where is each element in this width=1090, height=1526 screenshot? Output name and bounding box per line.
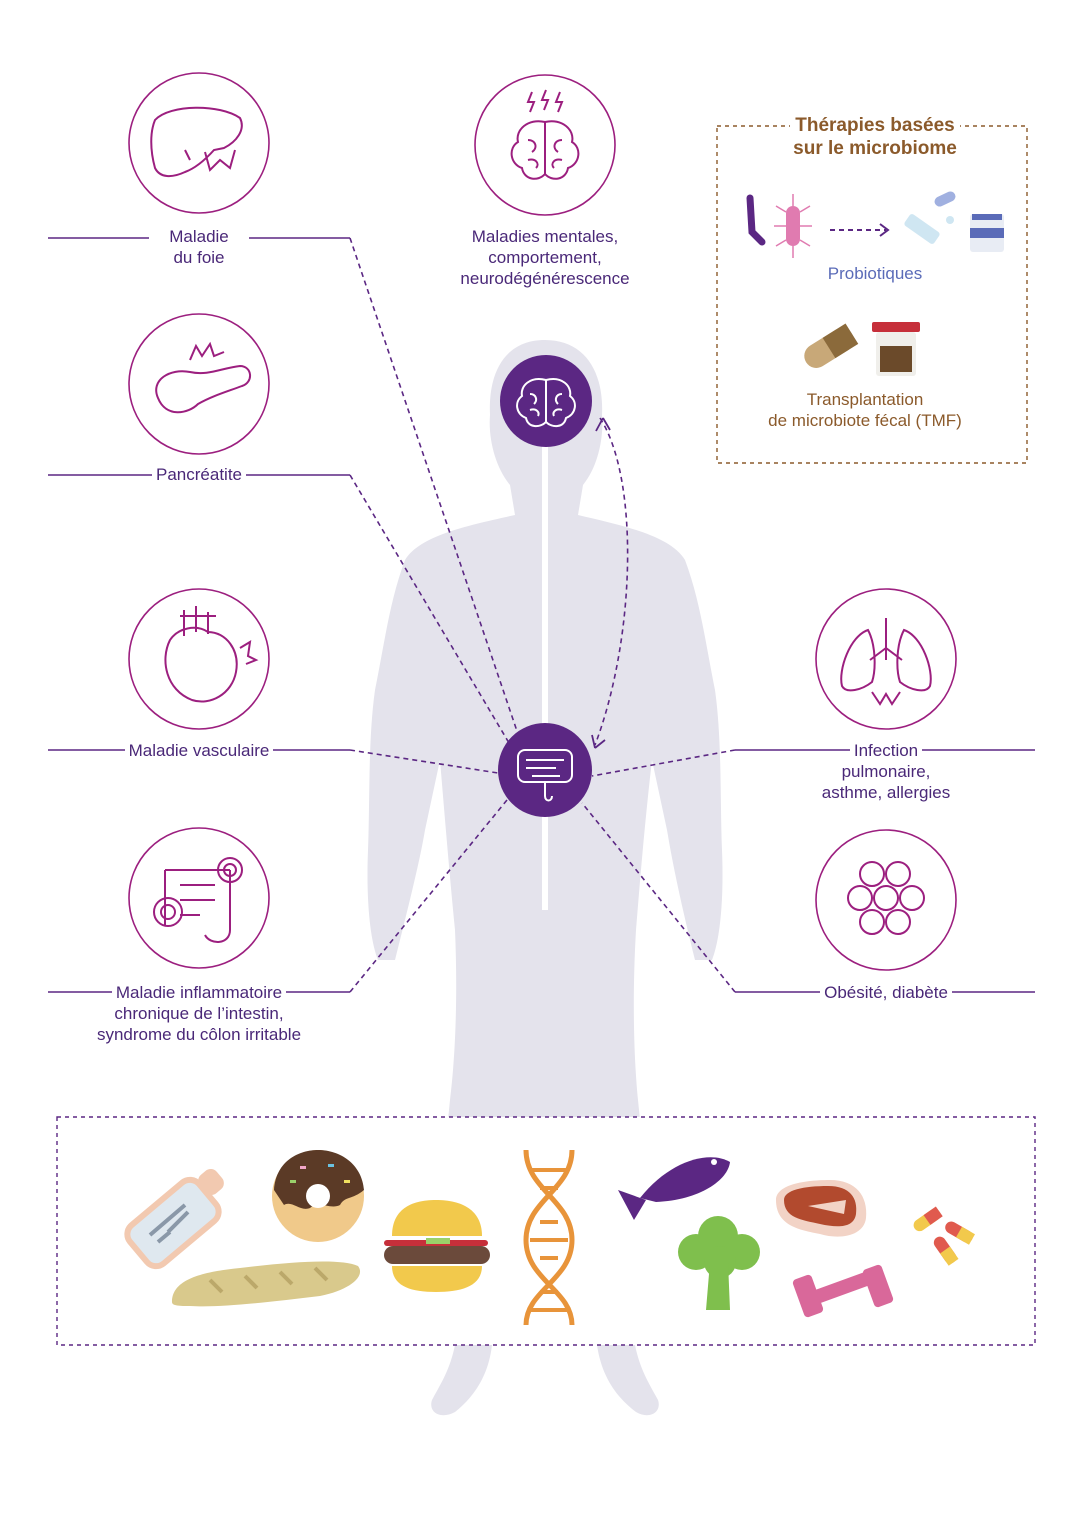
probiotics-arrow-head xyxy=(879,223,890,237)
label-liver-line2: du foie xyxy=(149,247,249,268)
label-lungs-line1: Infection xyxy=(849,740,923,761)
ibd-icon xyxy=(128,827,270,969)
gut-hub-icon xyxy=(517,749,573,802)
label-pancreas-line1: Pancréatite xyxy=(152,464,246,485)
gut-hub xyxy=(498,723,592,817)
fish-icon xyxy=(618,1157,730,1220)
connector-lines xyxy=(349,237,736,993)
label-brain-line3: neurodégénérescence xyxy=(430,268,660,289)
pancreas-icon xyxy=(128,313,270,455)
fat-cells-icon xyxy=(815,829,957,971)
spine-line xyxy=(542,440,548,910)
baby-bottle-icon xyxy=(124,1169,224,1270)
probiotics-products-icon xyxy=(904,191,1004,252)
heart-icon xyxy=(128,588,270,730)
factors-box xyxy=(56,1116,1036,1346)
dna-icon xyxy=(523,1149,575,1326)
baguette-icon xyxy=(172,1261,361,1307)
steak-icon xyxy=(776,1180,867,1237)
label-obesity: Obésité, diabète xyxy=(801,982,971,1003)
therapies-title: Thérapies basées sur le microbiome xyxy=(760,114,990,160)
brain-disease-icon xyxy=(474,74,616,216)
label-probiotics: Probiotiques xyxy=(827,264,923,283)
arrow-head-gut xyxy=(591,734,606,749)
label-liver-line1: Maladie xyxy=(149,226,249,247)
bacteria-icon xyxy=(746,194,812,258)
label-liver: Maladie du foie xyxy=(149,226,249,268)
arrow-head-brain xyxy=(595,417,611,432)
label-fmt-line1: Transplantation xyxy=(806,390,924,409)
label-fmt-line2: de microbiote fécal (TMF) xyxy=(768,411,962,430)
therapies-title-line1: Thérapies basées xyxy=(790,114,960,137)
label-heart: Maladie vasculaire xyxy=(104,740,294,761)
liver-icon xyxy=(128,72,270,214)
label-ibd-line3: syndrome du côlon irritable xyxy=(64,1024,334,1045)
therapies-title-line2: sur le microbiome xyxy=(793,138,957,159)
dumbbell-icon xyxy=(792,1264,894,1318)
lungs-icon xyxy=(815,588,957,730)
label-brain-line2: comportement, xyxy=(430,247,660,268)
label-lungs-line2: pulmonaire, xyxy=(801,761,971,782)
label-lungs: Infection pulmonaire, asthme, allergies xyxy=(801,740,971,803)
broccoli-icon xyxy=(678,1216,760,1310)
burger-icon xyxy=(384,1200,490,1292)
label-ibd-line2: chronique de l’intestin, xyxy=(64,1003,334,1024)
capsule-icon xyxy=(804,323,859,368)
label-obesity-line1: Obésité, diabète xyxy=(820,982,952,1003)
brain-hub xyxy=(500,355,592,447)
donut-icon xyxy=(272,1150,364,1242)
label-pancreas: Pancréatite xyxy=(129,464,269,485)
brain-hub-icon xyxy=(516,378,576,428)
label-fmt: Transplantation de microbiote fécal (TMF… xyxy=(740,389,990,431)
label-brain-line1: Maladies mentales, xyxy=(430,226,660,247)
pills-icon xyxy=(913,1206,975,1266)
label-ibd-line1: Maladie inflammatoire xyxy=(111,982,287,1003)
label-ibd: Maladie inflammatoire chronique de l’int… xyxy=(64,982,334,1045)
label-heart-line1: Maladie vasculaire xyxy=(124,740,274,761)
label-brain: Maladies mentales, comportement, neurodé… xyxy=(430,226,660,289)
stool-sample-icon xyxy=(872,322,920,376)
label-lungs-line3: asthme, allergies xyxy=(801,782,971,803)
